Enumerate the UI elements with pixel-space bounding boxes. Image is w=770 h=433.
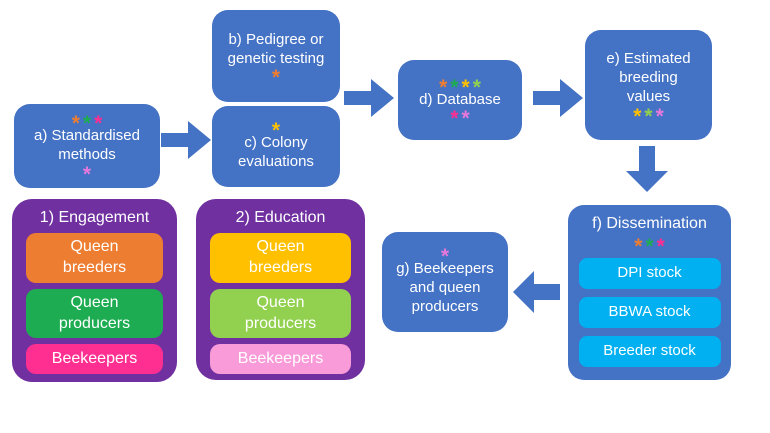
- box-label: a) Standardised methods: [34, 127, 140, 163]
- asterisk-icon: *: [71, 112, 80, 136]
- arrow-f-to-g: [513, 271, 560, 313]
- asterisk-icon: *: [656, 235, 665, 259]
- box-label: b) Pedigree or genetic testing: [227, 30, 325, 67]
- asterisk-icon: *: [271, 119, 281, 143]
- asterisk-row: ***: [71, 112, 103, 136]
- box-label: d) Database: [419, 90, 501, 108]
- asterisk-icon: *: [94, 112, 103, 136]
- asterisk-icon: *: [633, 104, 642, 128]
- arrow-a-to-c: [161, 121, 211, 159]
- box-label: c) Colony evaluations: [238, 134, 314, 170]
- asterisk-icon: *: [440, 245, 450, 269]
- asterisk-row: **: [450, 107, 470, 131]
- asterisk-icon: *: [82, 162, 92, 186]
- asterisk-icon: *: [450, 107, 459, 131]
- flow-box-standardised-methods: *** a) Standardised methods *: [14, 104, 160, 188]
- asterisk-icon: *: [655, 104, 664, 128]
- asterisk-row: ****: [439, 75, 481, 99]
- member-box: Queen breeders: [26, 233, 163, 283]
- stock-item: DPI stock: [578, 258, 721, 290]
- box-label: g) Beekeepers and queen producers: [396, 260, 494, 315]
- flow-box-database: **** d) Database **: [398, 60, 522, 140]
- asterisk-icon: *: [82, 112, 92, 136]
- flow-box-beekeepers-queen-producers: * g) Beekeepers and queen producers: [382, 232, 508, 332]
- asterisk-row: *: [82, 162, 92, 186]
- box-label: f) Dissemination: [592, 215, 707, 232]
- member-box: Queen producers: [210, 288, 351, 339]
- asterisk-icon: *: [271, 66, 281, 90]
- asterisk-row: *: [440, 245, 450, 269]
- asterisk-icon: *: [439, 75, 448, 99]
- asterisk-row: ***: [634, 235, 665, 259]
- asterisk-row: ***: [633, 104, 664, 128]
- flow-box-pedigree-genetic-testing: b) Pedigree or genetic testing *: [212, 10, 340, 102]
- arrow-d-to-e: [533, 79, 583, 117]
- member-box: Beekeepers: [26, 344, 163, 375]
- group-title: 2) Education: [235, 209, 326, 226]
- asterisk-icon: *: [461, 75, 470, 99]
- stock-item: BBWA stock: [578, 297, 721, 329]
- arrow-c-to-d: [344, 79, 394, 117]
- asterisk-icon: *: [644, 104, 653, 128]
- member-box: Queen breeders: [210, 233, 351, 283]
- flow-box-estimated-breeding-values: e) Estimated breeding values ***: [585, 30, 712, 140]
- stock-item: Breeder stock: [578, 336, 721, 368]
- asterisk-icon: *: [450, 75, 459, 99]
- asterisk-icon: *: [461, 107, 470, 131]
- box-label: e) Estimated breeding values: [606, 50, 691, 105]
- asterisk-icon: *: [634, 235, 643, 259]
- asterisk-icon: *: [645, 235, 654, 259]
- asterisk-row: *: [271, 66, 281, 90]
- arrow-e-to-f: [626, 146, 668, 192]
- group-title: 1) Engagement: [39, 209, 150, 226]
- flow-box-colony-evaluations: * c) Colony evaluations: [212, 106, 340, 187]
- member-box: Queen producers: [26, 288, 163, 339]
- asterisk-row: *: [271, 119, 281, 143]
- member-box: Beekeepers: [210, 344, 351, 375]
- asterisk-icon: *: [472, 75, 481, 99]
